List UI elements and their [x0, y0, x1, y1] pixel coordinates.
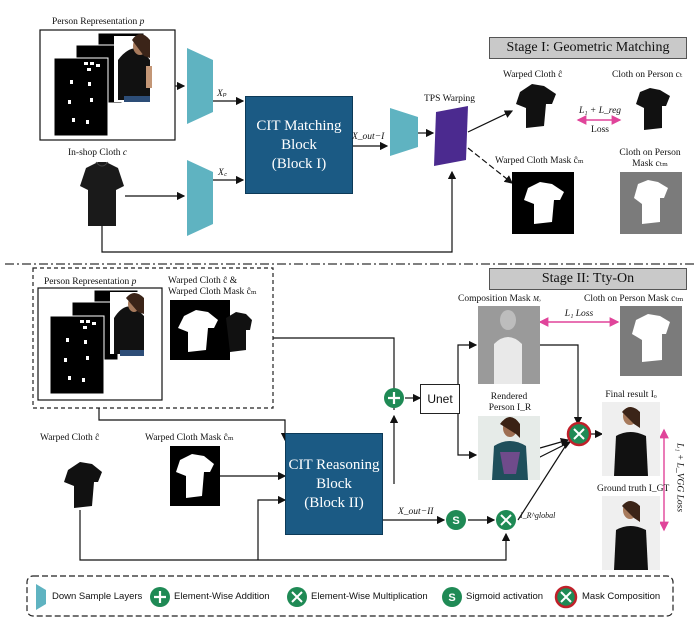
- sigmoid-operator-node: S: [446, 510, 466, 530]
- xp-label: Xₚ: [217, 89, 227, 99]
- rendered-person-image: [478, 416, 540, 480]
- downsample-layer-c: [187, 160, 213, 236]
- legend-mask-composition-icon: [554, 585, 578, 609]
- downsample-layer-out1: [390, 108, 418, 156]
- stage1-person-rep-text: Person Representation: [52, 17, 138, 27]
- stage1-inshop-label: In-shop Cloth c: [68, 148, 127, 159]
- legend-downsample-icon: [36, 584, 46, 610]
- loss-label-1: Loss: [591, 125, 609, 135]
- svg-text:S: S: [448, 592, 455, 604]
- cloth-on-person-mask-label-2: Cloth on Person Mask cₜₘ: [584, 294, 684, 304]
- composition-mask-label: Composition Mask Mₒ: [458, 294, 541, 305]
- warped-cloth-label-1: Warped Cloth ĉ: [503, 70, 563, 80]
- legend-mult-label: Element-Wise Multiplication: [311, 591, 428, 602]
- reasoning-block-title: CIT Reasoning: [288, 456, 380, 473]
- warped-cloth-image-1: [516, 84, 556, 128]
- stage2-title: Stage II: Tty-On: [489, 268, 687, 290]
- xc-label: X꜀: [218, 168, 228, 178]
- matching-block-id: (Block I): [271, 155, 327, 172]
- legend-maskc-label: Mask Composition: [582, 591, 661, 602]
- multiply-operator-node: [496, 510, 516, 530]
- legend-add-label: Element-Wise Addition: [174, 591, 270, 602]
- stage1-person-rep-sym: p: [139, 17, 145, 27]
- stage1-title: Stage I: Geometric Matching: [489, 37, 687, 59]
- legend-down-label: Down Sample Layers: [52, 591, 143, 602]
- warped-pair-label-1: Warped Cloth ĉ &: [168, 276, 238, 286]
- ground-truth-label: Ground truth I_GT: [597, 484, 670, 494]
- tps-warping-layer: [434, 106, 468, 166]
- xout2-label: X_out−II: [398, 507, 434, 517]
- stage2-person-rep-text: Person Representation: [44, 277, 130, 287]
- legend-box: [26, 575, 674, 617]
- global-label: I_R^global: [520, 511, 556, 520]
- warped-cloth-label-2: Warped Cloth ĉ: [40, 433, 100, 443]
- cloth-on-person-mask-label-1b: Mask cₜₘ: [632, 159, 668, 169]
- person-image-2: [110, 292, 160, 356]
- l1-loss-label: L₁ Loss: [564, 309, 594, 319]
- cit-reasoning-block: CIT Reasoning Block (Block II): [285, 433, 383, 535]
- legend-add-icon: [150, 587, 170, 607]
- legend-sigmoid-icon: S: [442, 587, 462, 607]
- add-operator-node: [384, 388, 404, 408]
- matching-block-title: CIT Matching: [256, 117, 342, 134]
- reasoning-block-sub: Block: [316, 475, 352, 492]
- cloth-on-person-image-1: [636, 88, 670, 130]
- final-result-image: [602, 402, 660, 476]
- loss-formula-1: L₁ + L_reg: [578, 106, 622, 116]
- final-result-label: Final result Iₒ: [605, 390, 657, 400]
- stage1-person-rep-label: Person Representation p: [52, 17, 144, 28]
- inshop-cloth-image: [80, 161, 124, 226]
- cit-matching-block: CIT Matching Block (Block I): [245, 96, 353, 194]
- mask-composition-node: [566, 421, 592, 447]
- xout1-label: X_out−I: [352, 132, 385, 142]
- reasoning-block-id: (Block II): [304, 494, 364, 511]
- rendered-label-2: Person I_R: [488, 403, 532, 413]
- composition-mask-sym: Mₒ: [532, 295, 541, 303]
- tps-label: TPS Warping: [424, 94, 476, 104]
- composition-mask-text: Composition Mask: [458, 294, 531, 304]
- stage2-person-rep-sym: p: [131, 277, 137, 287]
- svg-text:S: S: [452, 515, 459, 527]
- legend-multiply-icon: [287, 587, 307, 607]
- warped-mask-label-1: Warped Cloth Mask ĉₘ: [495, 156, 584, 166]
- legend-sig-label: Sigmoid activation: [466, 591, 544, 602]
- downsample-layer-p: [187, 48, 213, 124]
- warped-cloth-image-2: [64, 462, 102, 508]
- rendered-label-1: Rendered: [490, 392, 528, 402]
- warped-mask-label-2: Warped Cloth Mask ĉₘ: [145, 433, 234, 443]
- cloth-on-person-label-1: Cloth on Person cₜ: [612, 70, 683, 80]
- stage1-inshop-text: In-shop Cloth: [68, 148, 121, 158]
- vertical-loss-label: L₁ + L_VGG Loss: [674, 442, 685, 513]
- person-image-1: [114, 34, 172, 102]
- stage1-inshop-sym: c: [122, 148, 128, 158]
- unet-block: Unet: [420, 384, 460, 414]
- cloth-on-person-mask-label-1a: Cloth on Person: [619, 148, 681, 158]
- matching-block-sub: Block: [281, 136, 317, 153]
- warped-pair-label-2: Warped Cloth Mask ĉₘ: [168, 287, 257, 297]
- stage2-person-rep-label: Person Representation p: [44, 277, 136, 288]
- ground-truth-image: [602, 496, 660, 570]
